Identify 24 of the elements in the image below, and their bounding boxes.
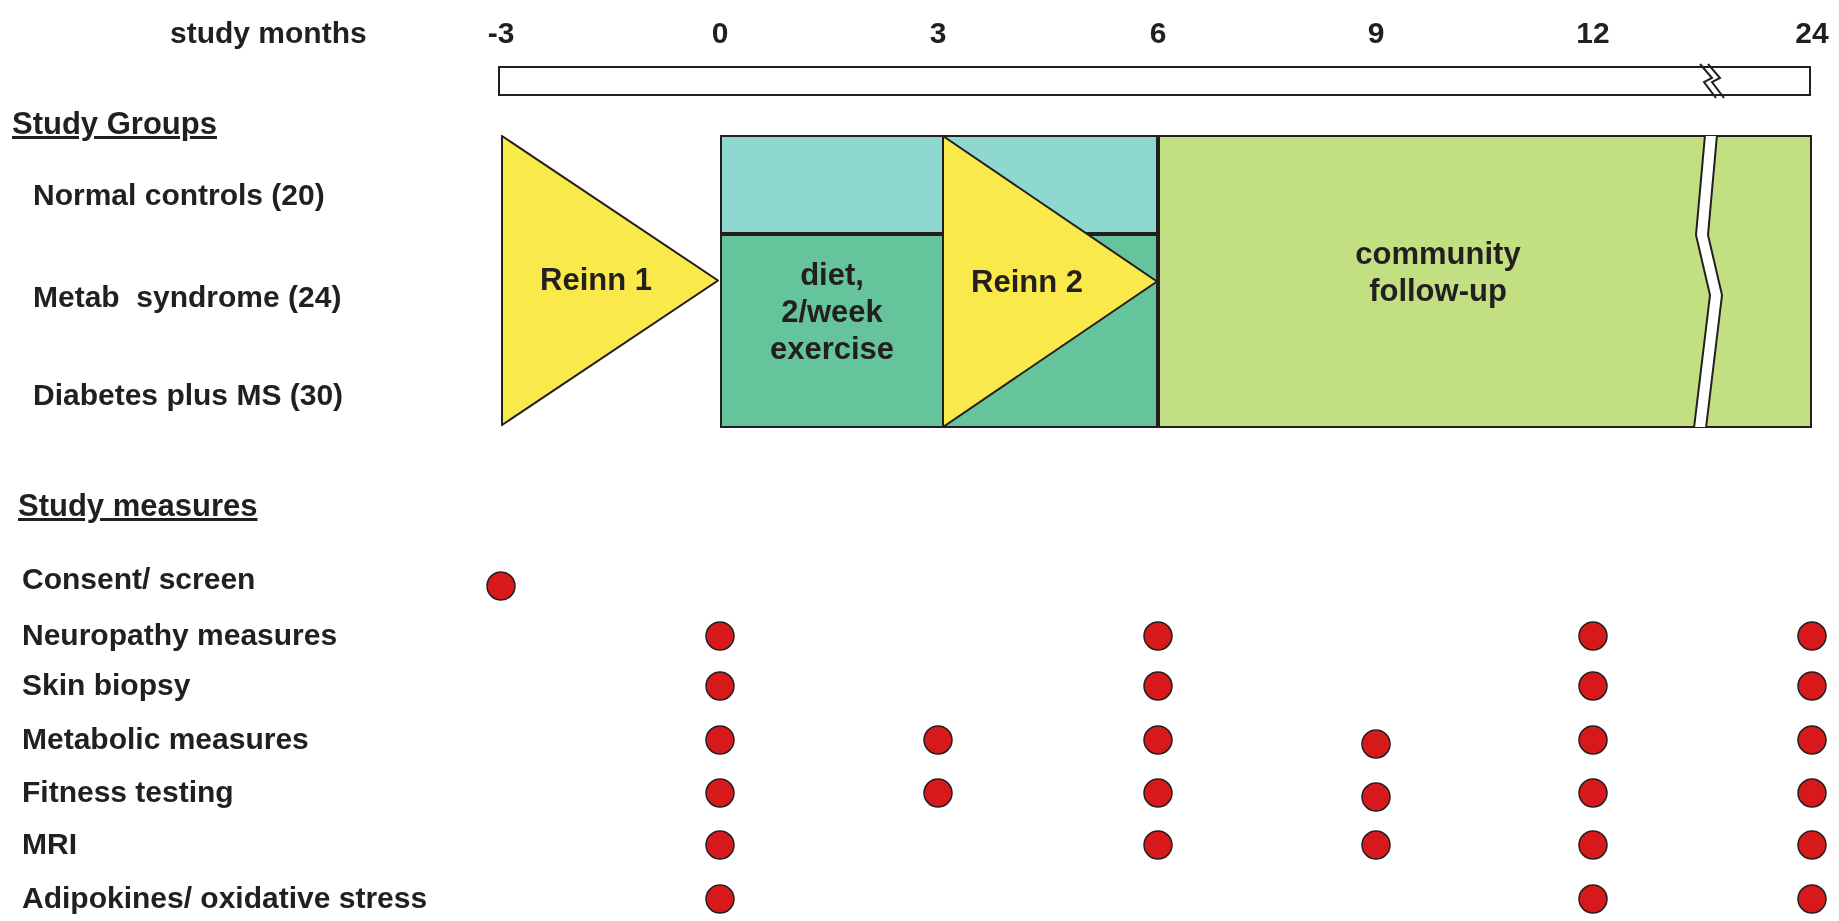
month-tick-label: 6	[1149, 18, 1167, 48]
measure-label: Fitness testing	[22, 777, 234, 807]
measure-label: Neuropathy measures	[22, 620, 338, 650]
group-label: Diabetes plus MS (30)	[33, 380, 344, 410]
measure-label: Consent/ screen	[22, 564, 256, 594]
section-heading: Study measures	[18, 490, 258, 521]
month-tick-label: 12	[1576, 18, 1610, 48]
month-tick-label: 9	[1367, 18, 1385, 48]
measure-label: Skin biopsy	[22, 670, 191, 700]
measure-label: Adipokines/ oxidative stress	[22, 883, 428, 913]
phase-label: diet, 2/week exercise	[768, 256, 896, 368]
axis-title: study months	[170, 18, 367, 48]
measure-label: Metabolic measures	[22, 724, 309, 754]
phase-label: Reinn 2	[970, 263, 1084, 301]
phase-label: community follow-up	[1354, 235, 1522, 310]
group-label: Normal controls (20)	[33, 180, 325, 210]
month-tick-label: 3	[929, 18, 947, 48]
section-heading: Study Groups	[12, 108, 217, 139]
measure-label: MRI	[22, 829, 77, 859]
phase-label: Reinn 1	[539, 261, 653, 299]
group-label: Metab syndrome (24)	[33, 282, 342, 312]
month-tick-label: -3	[487, 18, 515, 48]
month-tick-label: 24	[1795, 18, 1829, 48]
month-tick-label: 0	[711, 18, 729, 48]
